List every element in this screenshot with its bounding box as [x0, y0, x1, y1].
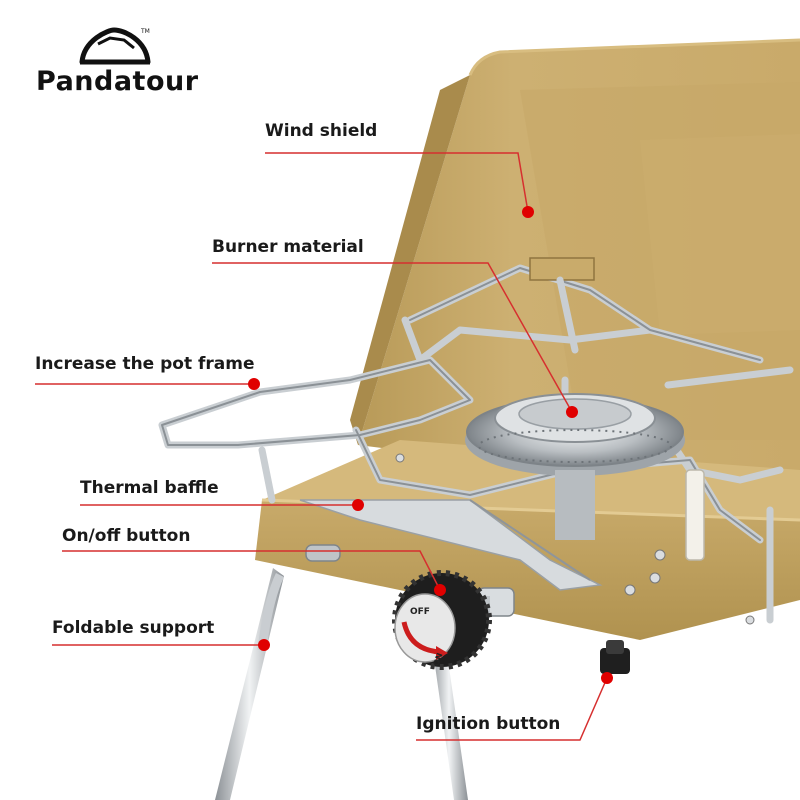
knob-off-text: OFF: [410, 607, 430, 617]
label-pot-frame: Increase the pot frame: [35, 354, 255, 374]
label-ignition-button: Ignition button: [416, 714, 561, 734]
label-burner-material: Burner material: [212, 237, 364, 257]
burner: [465, 393, 685, 540]
label-foldable-support: Foldable support: [52, 618, 215, 638]
stove-body-front: [255, 500, 800, 640]
callout-line-on-off-button: [62, 550, 441, 591]
wind-shield-side: [350, 75, 470, 445]
label-on-off-button: On/off button: [62, 526, 191, 546]
on-off-knob: OFF ON: [392, 570, 492, 670]
callout-lines: [35, 152, 608, 741]
callout-dot-on-off-button: [434, 584, 446, 596]
label-thermal-baffle: Thermal baffle: [80, 478, 219, 498]
callout-dots: [248, 206, 613, 684]
callout-line-ignition-button: [416, 677, 608, 741]
callout-dot-foldable-support: [258, 639, 270, 651]
callout-dot-pot-frame: [248, 378, 260, 390]
knob-on-text: ON: [432, 652, 445, 668]
brand-name: Pandatour: [36, 66, 199, 97]
rear-leg: [430, 630, 468, 800]
callout-dot-ignition-button: [601, 672, 613, 684]
brand-logo-icon: [79, 27, 151, 65]
callout-line-burner-material: [212, 262, 573, 413]
ignition-button-part: [600, 640, 630, 674]
trademark-mark: TM: [141, 28, 150, 35]
label-wind-shield: Wind shield: [265, 121, 378, 141]
callout-dot-thermal-baffle: [352, 499, 364, 511]
callout-line-wind-shield: [265, 152, 529, 213]
callout-dot-wind-shield: [522, 206, 534, 218]
callout-dot-burner-material: [566, 406, 578, 418]
